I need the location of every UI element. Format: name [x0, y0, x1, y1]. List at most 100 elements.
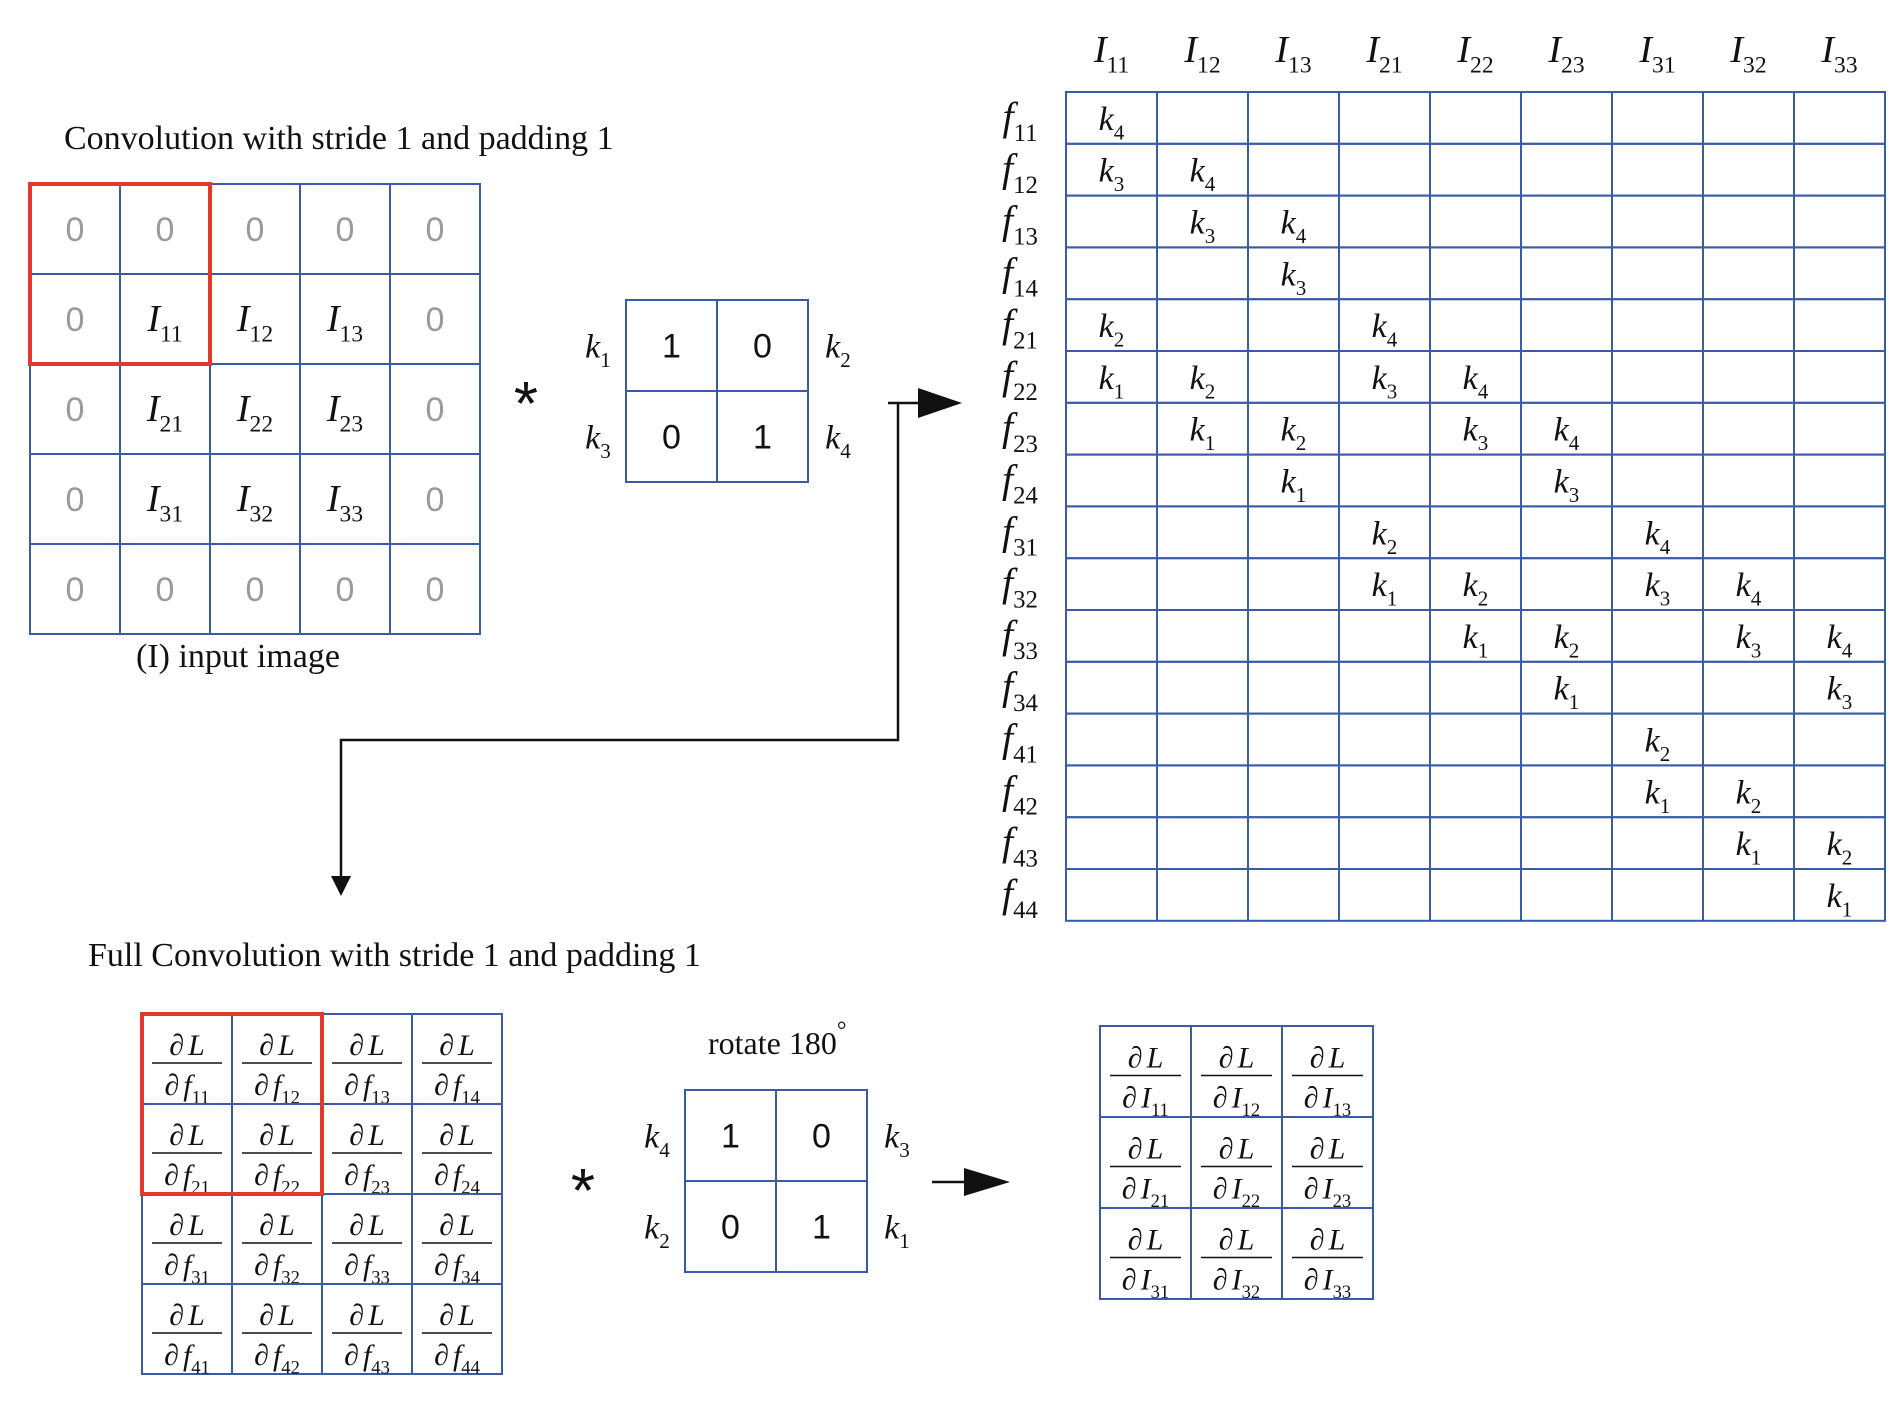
svg-text:∂I23: ∂I23: [1304, 1173, 1351, 1212]
input-value: I31: [146, 478, 183, 528]
padding-zero: 0: [66, 301, 85, 339]
matrix-row-header: f11: [1002, 94, 1037, 147]
matrix-cell: [1520, 868, 1613, 922]
partial-derivative: ∂L∂I23: [1292, 1133, 1363, 1212]
matrix-entry: k4: [1554, 412, 1580, 456]
matrix-cell: [1338, 868, 1431, 922]
matrix-cell: [1520, 712, 1613, 767]
matrix-row-header: f21: [1002, 301, 1038, 354]
matrix-cell: [1156, 91, 1249, 145]
partial-derivative: ∂L∂f33: [332, 1209, 402, 1288]
matrix-cell: [1338, 246, 1431, 301]
partial-derivative: ∂L∂f11: [152, 1029, 222, 1108]
kernel-value: 1: [721, 1118, 740, 1156]
matrix-cell: [1611, 142, 1704, 197]
matrix-cell: [1520, 142, 1613, 197]
padding-zero: 0: [426, 211, 445, 249]
svg-text:∂I13: ∂I13: [1304, 1082, 1351, 1121]
partial-derivative: ∂L ∂I13: [1292, 1042, 1363, 1121]
matrix-row-header: f32: [1002, 560, 1038, 613]
padding-zero: 0: [426, 481, 445, 519]
matrix-cell: [1793, 868, 1886, 922]
matrix-column-header: I13: [1274, 29, 1311, 79]
svg-text:∂f44: ∂f44: [434, 1339, 480, 1378]
matrix-row-header: f24: [1002, 457, 1039, 510]
matrix-cell: [1702, 505, 1795, 560]
matrix-entry: k2: [1827, 826, 1853, 870]
svg-text:∂I11: ∂I11: [1122, 1082, 1169, 1121]
matrix-cell: [1611, 246, 1704, 301]
svg-text:∂f31: ∂f31: [164, 1249, 210, 1288]
matrix-cell: [1793, 91, 1886, 145]
kernel-label: k2: [825, 329, 851, 373]
partial-derivative: ∂L∂f22: [242, 1119, 312, 1198]
partial-derivative: ∂L∂f44: [422, 1299, 492, 1378]
partial-derivative: ∂L∂I31: [1110, 1224, 1181, 1303]
matrix-cell: [1611, 194, 1704, 249]
padding-zero: 0: [246, 571, 265, 609]
partial-derivative: ∂L∂f24: [422, 1119, 492, 1198]
matrix-cell: [1338, 609, 1431, 663]
matrix-column-header: I11: [1093, 29, 1129, 79]
input-cell: [119, 363, 211, 455]
svg-text:∂L: ∂L: [169, 1209, 205, 1242]
matrix-row-header: f23: [1002, 405, 1038, 458]
receptive-field-highlight: [140, 1012, 324, 1196]
matrix-entry: k3: [1099, 153, 1125, 197]
matrix-cell: [1793, 194, 1886, 249]
matrix-cell: [1247, 91, 1340, 145]
matrix-entry: k1: [1190, 412, 1216, 456]
svg-text:∂I21: ∂I21: [1122, 1173, 1169, 1212]
svg-text:∂L: ∂L: [169, 1299, 205, 1332]
matrix-cell: [1429, 142, 1522, 197]
input-cell: [299, 273, 391, 365]
partial-derivative: ∂L ∂f31: [152, 1209, 222, 1288]
matrix-cell: [1065, 194, 1158, 249]
svg-text:∂I32: ∂I32: [1213, 1264, 1260, 1303]
matrix-cell: [1156, 298, 1249, 353]
partial-derivative: ∂L∂I12: [1201, 1042, 1272, 1121]
matrix-cell: [1793, 401, 1886, 456]
matrix-cell: [1065, 246, 1158, 301]
matrix-cell: [1793, 712, 1886, 767]
svg-text:∂I33: ∂I33: [1304, 1264, 1351, 1303]
matrix-cell: [1429, 194, 1522, 249]
matrix-cell: [1338, 142, 1431, 197]
matrix-cell: [1065, 660, 1158, 715]
svg-text:∂f33: ∂f33: [344, 1249, 390, 1288]
matrix-column-header: I33: [1820, 29, 1857, 79]
svg-text:∂L: ∂L: [1310, 1042, 1346, 1075]
kernel-value: 1: [662, 328, 681, 366]
matrix-cell: [1611, 298, 1704, 353]
arrow-to-full-convolution: [331, 403, 900, 896]
padding-zero: 0: [156, 571, 175, 609]
matrix-cell: [1156, 453, 1249, 508]
matrix-cell: [1247, 609, 1340, 663]
matrix-cell: [1065, 557, 1158, 612]
svg-text:∂f13: ∂f13: [344, 1069, 390, 1108]
svg-text:∂L: ∂L: [439, 1119, 475, 1152]
partial-derivative: ∂L∂f34: [422, 1209, 492, 1288]
matrix-row-header: f22: [1002, 353, 1038, 406]
matrix-cell: [1156, 557, 1249, 612]
matrix-cell: [1611, 660, 1704, 715]
matrix-cell: [1520, 194, 1613, 249]
kernel-cell: [716, 390, 809, 483]
matrix-cell: [1611, 868, 1704, 922]
arrow-to-result: [932, 1168, 1010, 1196]
partial-derivative: ∂L∂f41: [152, 1299, 222, 1378]
matrix-cell: [1338, 453, 1431, 508]
input-value: I11: [146, 298, 182, 348]
matrix-cell: [1429, 868, 1522, 922]
matrix-cell: [1156, 816, 1249, 871]
input-cell: [209, 453, 301, 545]
padding-zero: 0: [336, 571, 355, 609]
matrix-cell: [1429, 246, 1522, 301]
input-cell: [299, 363, 391, 455]
matrix-cell: [1520, 505, 1613, 560]
svg-text:∂L: ∂L: [259, 1299, 295, 1332]
matrix-cell: [1247, 298, 1340, 353]
matrix-cell: [1520, 91, 1613, 145]
svg-text:∂L: ∂L: [1310, 1224, 1346, 1257]
